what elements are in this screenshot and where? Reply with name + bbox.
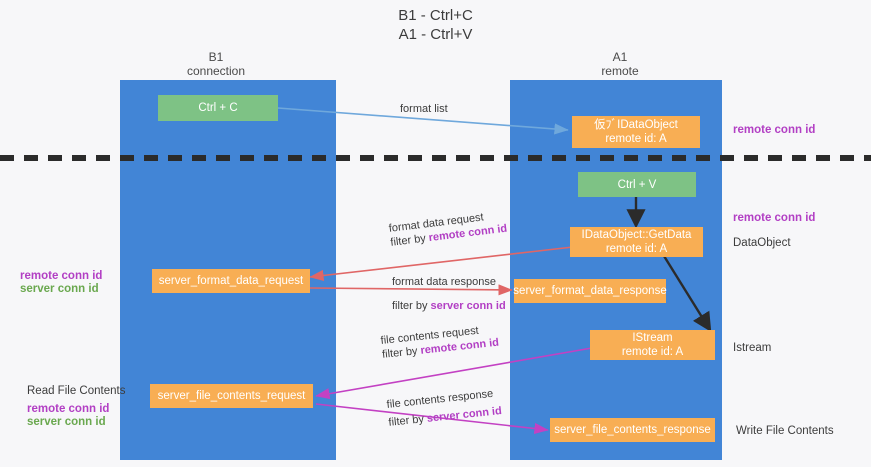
node-idataobject-getdata-label: IDataObject::GetData: [581, 229, 692, 241]
edge-label-file-contents-response: file contents response filter by server …: [386, 386, 502, 430]
edge-label-format-data-request: format data request filter by remote con…: [388, 208, 508, 250]
filter-by-prefix: filter by: [389, 232, 430, 249]
edge-label-file-contents-request: file contents request filter by remote c…: [380, 322, 500, 362]
node-istream-label: IStream: [632, 332, 673, 344]
side-label-left-server-conn-id-bot: server conn id: [27, 416, 106, 428]
lane-header-b1: B1 connection: [146, 50, 286, 78]
node-server-format-data-request[interactable]: server_format_data_request: [152, 269, 310, 293]
node-idataobject-getdata[interactable]: IDataObject::GetData remote id: A: [570, 227, 703, 257]
node-idataobject-remote-sub: remote id: A: [605, 133, 667, 145]
node-istream-sub: remote id: A: [621, 346, 684, 358]
node-istream[interactable]: IStream remote id: A: [590, 330, 715, 360]
side-label-dataobject: DataObject: [733, 237, 791, 249]
edge-label-format-data-response: format data response filter by server co…: [392, 275, 506, 313]
edge-label-format-data-response-line-1: format data response: [392, 276, 496, 288]
node-ctrl-c-label: Ctrl + C: [198, 102, 238, 114]
node-server-file-contents-response-label: server_file_contents_response: [554, 424, 711, 436]
node-ctrl-v[interactable]: Ctrl + V: [578, 172, 696, 197]
side-label-istream: Istream: [733, 342, 772, 354]
node-server-file-contents-request-label: server_file_contents_request: [157, 390, 306, 402]
lane-header-a1-line-2: remote: [601, 64, 639, 78]
lane-header-a1-line-1: A1: [612, 50, 628, 64]
node-idataobject-getdata-sub: remote id: A: [605, 243, 668, 255]
side-label-left-remote-conn-id-mid: remote conn id: [20, 270, 103, 282]
node-server-file-contents-response[interactable]: server_file_contents_response: [550, 418, 715, 442]
edge-label-format-list-line-1: format list: [400, 103, 448, 115]
phase-separator-dashed-line: [0, 155, 871, 161]
diagram-title-line-2: A1 - Ctrl+V: [398, 26, 473, 43]
lane-header-a1: A1 remote: [545, 50, 695, 78]
node-server-format-data-response[interactable]: server_format_data_response: [513, 279, 667, 303]
side-label-read-file-contents: Read File Contents: [27, 385, 126, 397]
filter-by-prefix: filter by: [381, 344, 422, 361]
side-label-left-remote-conn-id-bot: remote conn id: [27, 403, 110, 415]
lane-header-b1-line-1: B1: [208, 50, 224, 64]
diagram-title: B1 - Ctrl+C A1 - Ctrl+V: [0, 6, 871, 44]
lane-header-b1-line-2: connection: [186, 64, 246, 78]
side-label-write-file-contents: Write File Contents: [736, 425, 834, 437]
node-ctrl-c[interactable]: Ctrl + C: [158, 95, 278, 121]
node-server-file-contents-request[interactable]: server_file_contents_request: [150, 384, 313, 408]
edge-label-format-data-response-line-2: filter by server conn id: [392, 299, 506, 313]
filter-by-prefix: filter by: [387, 412, 428, 429]
node-ctrl-v-label: Ctrl + V: [617, 178, 657, 191]
side-label-left-server-conn-id-mid: server conn id: [20, 283, 99, 295]
side-label-remote-conn-id-top: remote conn id: [733, 124, 816, 136]
filter-by-prefix: filter by: [392, 300, 431, 312]
side-label-remote-conn-id-mid: remote conn id: [733, 212, 816, 224]
node-idataobject-remote-label: 仮ﾌﾞIDataObject: [594, 119, 678, 131]
diagram-title-line-1: B1 - Ctrl+C: [398, 7, 473, 24]
filter-key-server-conn-id: server conn id: [426, 405, 503, 425]
node-server-format-data-response-label: server_format_data_response: [513, 285, 667, 297]
node-server-format-data-request-label: server_format_data_request: [158, 275, 304, 287]
node-idataobject-remote[interactable]: 仮ﾌﾞIDataObject remote id: A: [572, 116, 700, 148]
edge-label-format-list: format list: [400, 102, 448, 116]
filter-key-server-conn-id: server conn id: [430, 300, 506, 312]
